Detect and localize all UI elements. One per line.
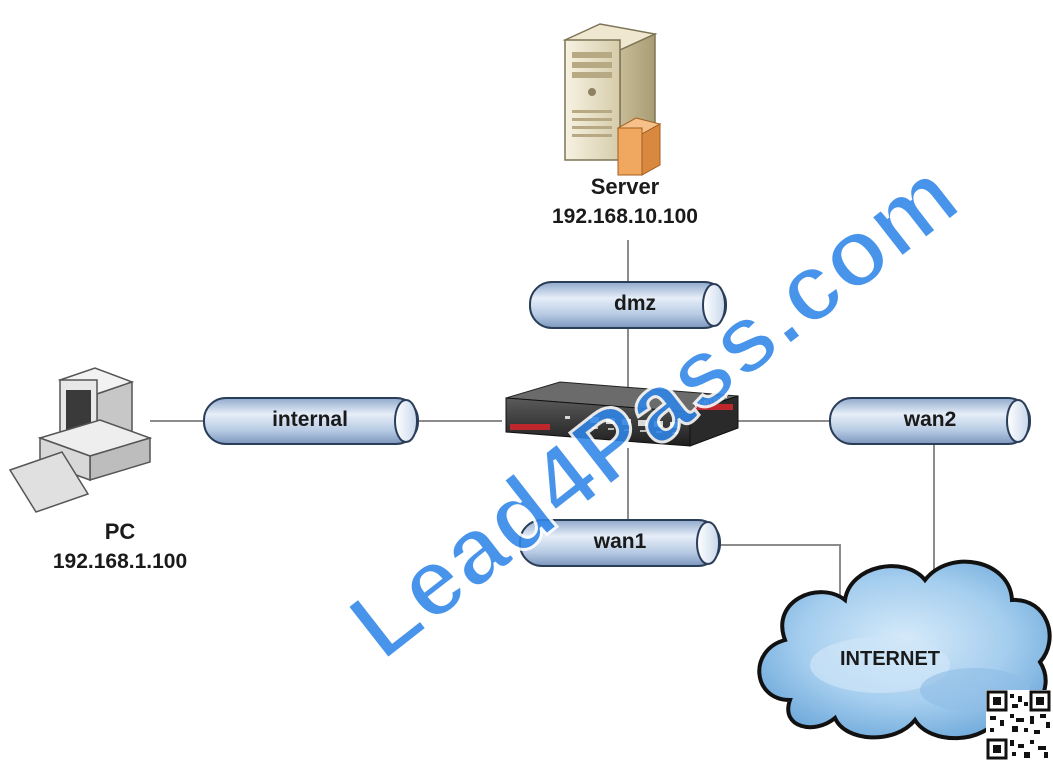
internet-cloud-icon [757,559,1052,741]
connection-lines [150,240,935,602]
dmz-label: dmz [614,292,656,315]
qr-code-icon [986,690,1052,762]
pipe-wan2 [829,397,1031,445]
internet-label: INTERNET [840,648,940,670]
pc-icon [8,367,153,513]
server-name: Server [590,174,660,199]
wan2-label: wan2 [903,408,957,431]
wan1-label: wan1 [593,530,647,553]
server-icon [562,23,662,176]
pc-label: PC 192.168.1.100 [20,519,220,574]
server-ip: 192.168.10.100 [552,205,698,229]
line-wan1-internet [720,544,841,602]
pipe-dmz [529,281,727,329]
pc-name: PC [104,519,136,544]
server-label: Server 192.168.10.100 [520,174,730,229]
internal-label: internal [272,408,348,431]
pc-ip: 192.168.1.100 [52,550,188,574]
firewall-device-icon [505,381,739,447]
pipe-internal [203,397,419,445]
pipe-wan1 [519,519,721,567]
